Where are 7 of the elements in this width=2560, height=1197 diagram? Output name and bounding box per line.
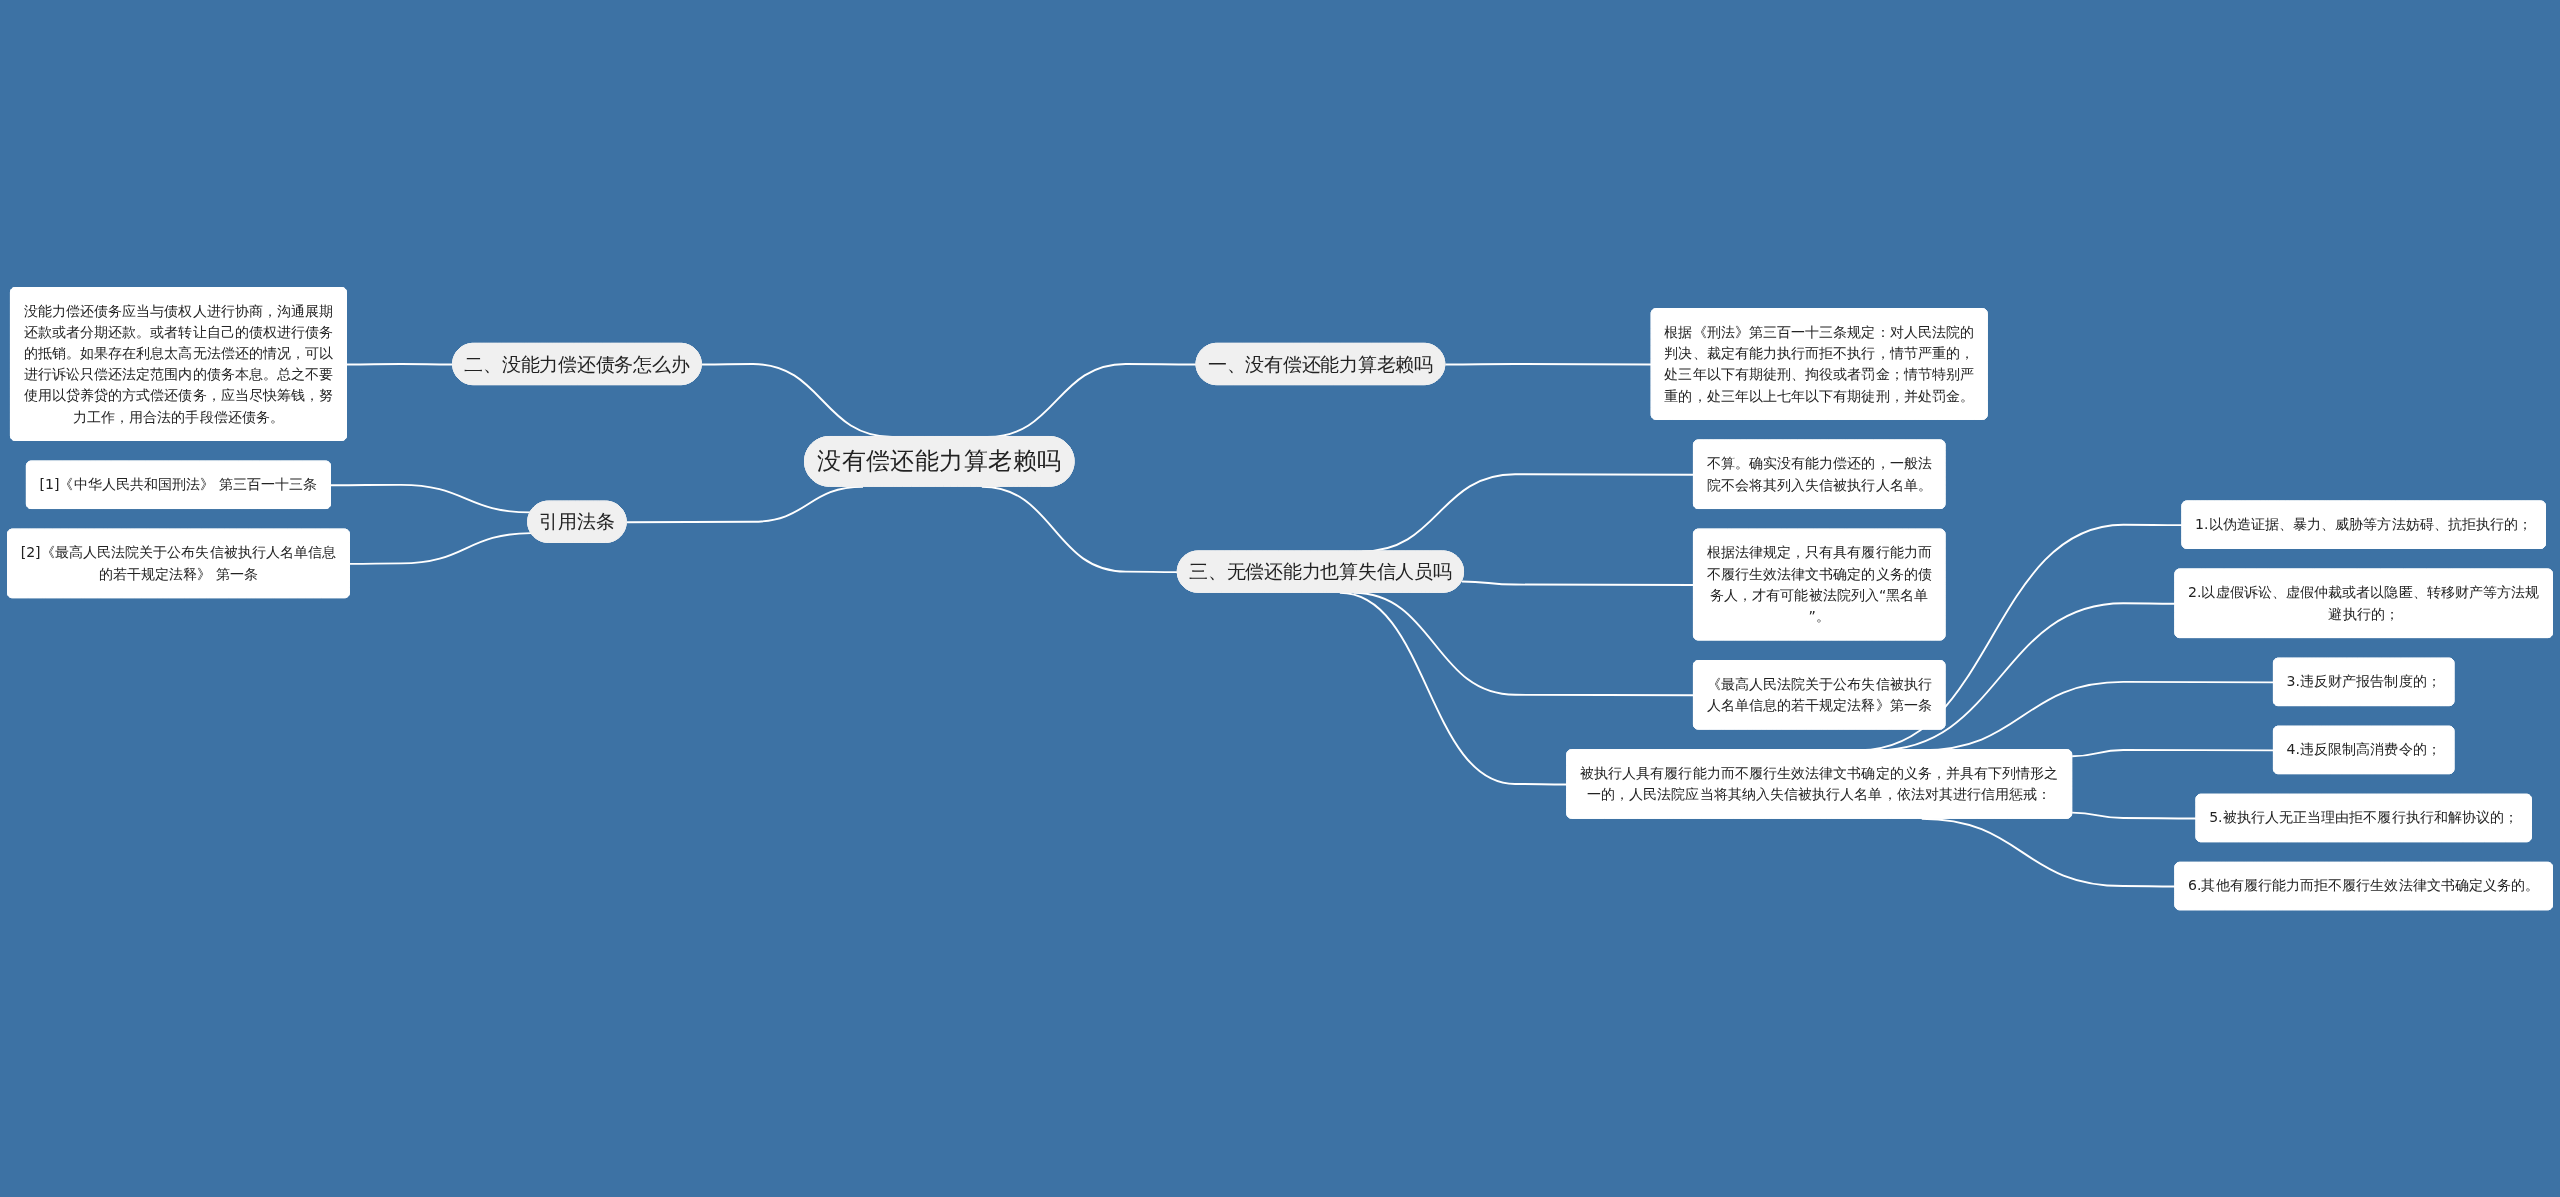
connector: [345, 362, 454, 366]
connector: [330, 483, 532, 514]
connector: [348, 532, 533, 565]
connector: [2071, 811, 2198, 820]
connector: [2071, 748, 2275, 757]
connector: [1444, 362, 1653, 366]
connector: [1460, 580, 1695, 586]
